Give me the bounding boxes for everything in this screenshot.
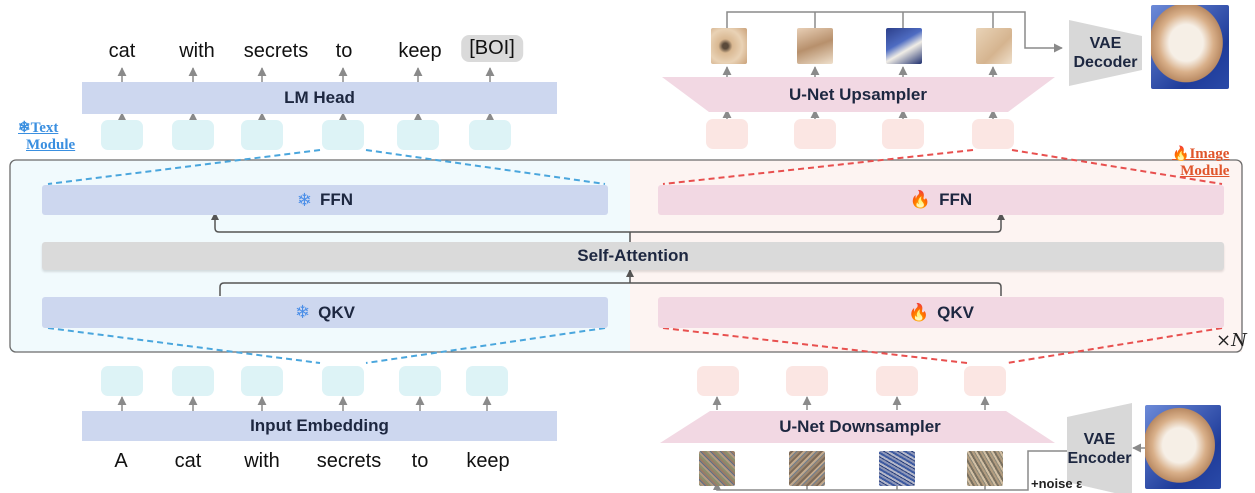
input-word: A bbox=[114, 450, 128, 472]
input-word: keep bbox=[466, 450, 510, 472]
self-attention: Self-Attention bbox=[42, 242, 1224, 270]
vae-encoder-shape bbox=[1067, 403, 1132, 493]
output-word: secrets bbox=[243, 40, 309, 62]
input-word: cat bbox=[174, 450, 202, 472]
generated-patch-image bbox=[886, 28, 922, 64]
text-token bbox=[469, 120, 511, 150]
image-token bbox=[876, 366, 918, 396]
snowflake-icon: ❄ bbox=[296, 189, 313, 210]
input-word: with bbox=[244, 450, 280, 472]
unet-upsampler-shape bbox=[662, 77, 1055, 112]
input-word: to bbox=[411, 450, 429, 472]
snowflake-icon: ❄ bbox=[18, 120, 31, 136]
cat-output-image bbox=[1151, 5, 1229, 89]
noise-label: +noise ε bbox=[1031, 476, 1083, 491]
unet-upsampler-label: U-Net Upsampler bbox=[789, 85, 927, 104]
text-token bbox=[241, 120, 283, 150]
input-word: secrets bbox=[316, 450, 382, 472]
image-token bbox=[794, 119, 836, 149]
image-token bbox=[697, 366, 739, 396]
generated-patch-image bbox=[976, 28, 1012, 64]
repeat-count: ×N bbox=[1216, 330, 1247, 351]
text-token bbox=[322, 366, 364, 396]
input-embedding: Input Embedding bbox=[82, 411, 557, 441]
image-token bbox=[706, 119, 748, 149]
fire-icon: 🔥 bbox=[909, 190, 932, 209]
snowflake-icon: ❄ bbox=[295, 302, 311, 322]
text-module-label: ❄Text Module bbox=[18, 120, 76, 153]
cat-input-image bbox=[1145, 405, 1221, 489]
generated-patch-image bbox=[797, 28, 833, 64]
noisy-patch-image bbox=[879, 451, 915, 486]
unet-downsampler-shape bbox=[660, 411, 1055, 443]
text-token bbox=[172, 366, 214, 396]
text-token bbox=[241, 366, 283, 396]
fire-icon: 🔥 bbox=[1172, 147, 1190, 162]
lm-head: LM Head bbox=[82, 82, 557, 114]
image-qkv: 🔥QKV bbox=[658, 297, 1224, 328]
image-token bbox=[786, 366, 828, 396]
fire-icon: 🔥 bbox=[907, 302, 930, 322]
text-token bbox=[466, 366, 508, 396]
output-word: keep bbox=[398, 40, 442, 62]
vae-decoder-shape bbox=[1069, 20, 1142, 86]
image-ffn: 🔥FFN bbox=[658, 185, 1224, 215]
text-token bbox=[172, 120, 214, 150]
text-token bbox=[101, 120, 143, 150]
text-token bbox=[101, 366, 143, 396]
unet-downsampler-label: U-Net Downsampler bbox=[779, 417, 941, 436]
output-word: to bbox=[335, 40, 353, 62]
noisy-patch-image bbox=[789, 451, 825, 486]
noisy-patch-image bbox=[967, 451, 1003, 486]
output-word: with bbox=[179, 40, 215, 62]
text-token bbox=[397, 120, 439, 150]
text-ffn: ❄FFN bbox=[42, 185, 608, 215]
generated-patch-image bbox=[711, 28, 747, 64]
noisy-patch-image bbox=[699, 451, 735, 486]
text-token bbox=[399, 366, 441, 396]
boi-token: [BOI] bbox=[461, 35, 523, 62]
image-token bbox=[972, 119, 1014, 149]
image-module-label: 🔥Image Module bbox=[1172, 146, 1230, 179]
text-token bbox=[322, 120, 364, 150]
text-qkv: ❄QKV bbox=[42, 297, 608, 328]
image-token bbox=[882, 119, 924, 149]
image-token bbox=[964, 366, 1006, 396]
output-word: cat bbox=[108, 40, 136, 62]
